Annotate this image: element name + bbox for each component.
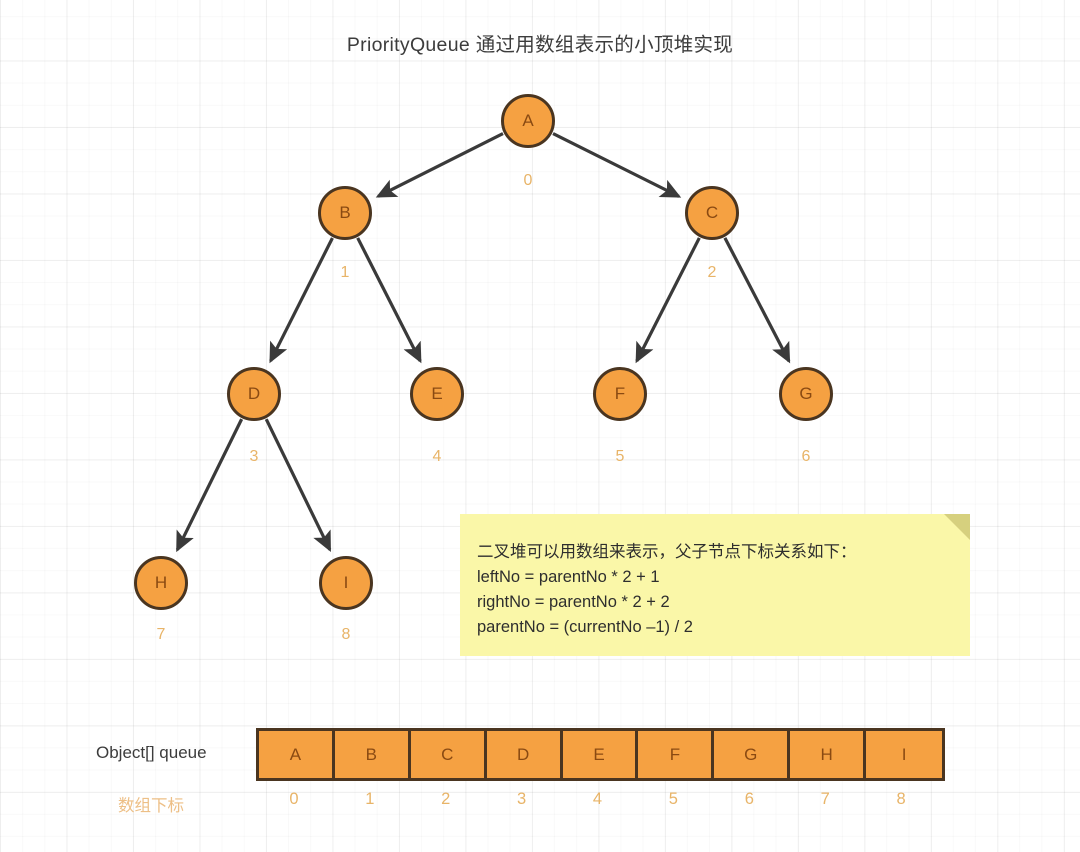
- tree-node-index-b: 1: [340, 264, 350, 281]
- array-cell-3: D: [487, 731, 563, 778]
- array-index-2: 2: [441, 790, 451, 808]
- tree-edge-d-h: [175, 418, 244, 553]
- tree-edge-a-c: [552, 132, 682, 198]
- tree-node-index-g: 6: [801, 448, 811, 465]
- array-cell-0: A: [259, 731, 335, 778]
- page-title: PriorityQueue 通过用数组表示的小顶堆实现: [346, 34, 734, 56]
- note-box: 二叉堆可以用数组来表示，父子节点下标关系如下： leftNo = parentN…: [460, 514, 970, 656]
- array-cell-6: G: [714, 731, 791, 778]
- tree-node-g: G: [779, 367, 833, 421]
- tree-node-index-i: 8: [341, 626, 351, 643]
- array-index-3: 3: [517, 790, 527, 808]
- array-name-label: Object[] queue: [96, 743, 207, 762]
- array-index-1: 1: [365, 790, 375, 808]
- array-cell-4: E: [563, 731, 639, 778]
- array-index-6: 6: [744, 790, 754, 808]
- array-index-7: 7: [820, 790, 830, 808]
- array-cell-2: C: [411, 731, 487, 778]
- tree-edge-b-e: [356, 237, 422, 364]
- tree-edge-c-g: [723, 237, 791, 364]
- array-index-4: 4: [592, 790, 603, 808]
- tree-node-d: D: [227, 367, 281, 421]
- array-index-row: 0 1 2 3 4 5 6 7 8: [256, 790, 939, 809]
- tree-node-index-a: 0: [523, 172, 533, 189]
- tree-node-index-d: 3: [249, 448, 259, 465]
- tree-node-h: H: [134, 556, 188, 610]
- array-cell-8: I: [901, 744, 907, 764]
- tree-node-b: B: [318, 186, 372, 240]
- array-cell-5: F: [638, 731, 715, 778]
- note-text: 二叉堆可以用数组来表示，父子节点下标关系如下： leftNo = parentN…: [477, 543, 857, 636]
- tree-edge-c-f: [635, 237, 701, 364]
- tree-node-index-c: 2: [707, 264, 717, 281]
- array-cell-1: B: [335, 731, 411, 778]
- tree-edge-b-d: [269, 237, 334, 364]
- tree-node-e: E: [410, 367, 464, 421]
- tree-node-index-e: 4: [432, 448, 442, 465]
- tree-node-a: A: [501, 94, 555, 148]
- array-cell-7: H: [790, 731, 867, 778]
- tree-edge-a-b: [375, 132, 504, 198]
- tree-node-i: I: [319, 556, 373, 610]
- tree-node-index-f: 5: [615, 448, 625, 465]
- tree-node-c: C: [685, 186, 739, 240]
- array-index-5: 5: [668, 790, 678, 808]
- tree-node-index-h: 7: [156, 626, 166, 643]
- note-fold-corner-icon: [944, 514, 970, 540]
- array-index-8: 8: [896, 790, 906, 808]
- tree-edge-d-i: [264, 418, 332, 553]
- tree-node-f: F: [593, 367, 647, 421]
- array-index-0: 0: [289, 790, 299, 808]
- array-index-caption: 数组下标: [118, 797, 184, 815]
